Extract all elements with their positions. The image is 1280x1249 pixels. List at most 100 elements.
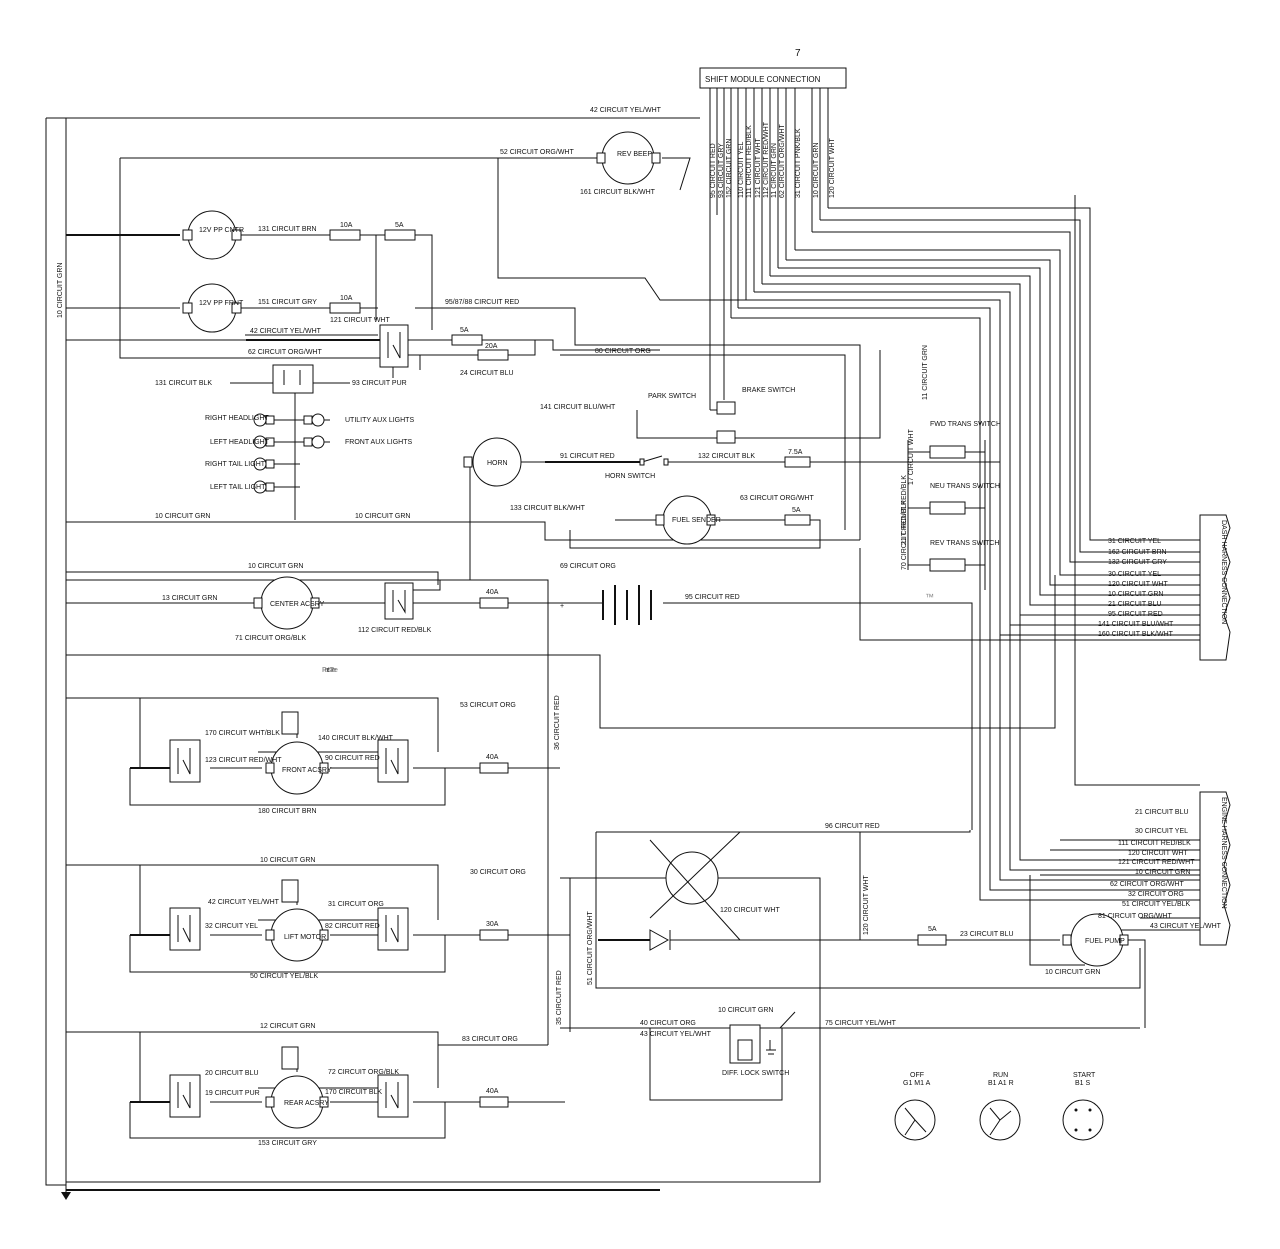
svg-text:11 CIRCUIT GRN: 11 CIRCUIT GRN <box>771 143 778 198</box>
fuse-20a-relay: 20A <box>477 343 509 361</box>
svg-text:132 CIRCUIT BLK: 132 CIRCUIT BLK <box>698 453 755 460</box>
svg-text:131 CIRCUIT BLK: 131 CIRCUIT BLK <box>155 380 212 387</box>
svg-text:OFF: OFF <box>910 1072 924 1079</box>
svg-text:+: + <box>560 603 564 610</box>
svg-text:120 CIRCUIT WHT: 120 CIRCUIT WHT <box>863 875 870 935</box>
shift-module-connector: 7 SHIFT MODULE CONNECTION 95 CIRCUIT RED… <box>699 48 847 410</box>
svg-text:RIGHT HEADLIGHT: RIGHT HEADLIGHT <box>205 415 269 422</box>
light-switch-block <box>230 364 350 394</box>
svg-text:140 CIRCUIT BLK/WHT: 140 CIRCUIT BLK/WHT <box>318 735 394 742</box>
svg-text:FWD TRANS SWITCH: FWD TRANS SWITCH <box>930 421 1001 428</box>
svg-text:141 CIRCUIT BLU/WHT: 141 CIRCUIT BLU/WHT <box>540 404 616 411</box>
svg-text:95 CIRCUIT RED: 95 CIRCUIT RED <box>710 143 717 198</box>
svg-text:10 CIRCUIT GRN: 10 CIRCUIT GRN <box>155 513 211 520</box>
shift-module-label: SHIFT MODULE CONNECTION <box>705 75 821 84</box>
svg-text:43 CIRCUIT YEL/WHT: 43 CIRCUIT YEL/WHT <box>1150 923 1222 930</box>
svg-text:40A: 40A <box>486 589 499 596</box>
svg-text:121 CIRCUIT RED/WHT: 121 CIRCUIT RED/WHT <box>1118 859 1195 866</box>
brake-switch: BRAKE SWITCH <box>716 387 795 415</box>
bus-wiring <box>45 117 1200 1190</box>
svg-text:40 CIRCUIT ORG: 40 CIRCUIT ORG <box>640 1020 696 1027</box>
fuse-7-5a-horn: 7.5A <box>784 449 811 468</box>
outlet-12v-front: 12V PP FRNT <box>182 283 244 333</box>
svg-text:11 CIRCUIT GRN: 11 CIRCUIT GRN <box>922 345 929 400</box>
svg-text:69 CIRCUIT ORG: 69 CIRCUIT ORG <box>560 563 616 570</box>
key-switch-positions: OFF G1 M1 A RUN B1 A1 R START B1 S <box>894 1072 1104 1141</box>
svg-text:170 CIRCUIT BLK: 170 CIRCUIT BLK <box>325 1089 382 1096</box>
rear-acsry-block: REAR ACSRY <box>169 1046 409 1129</box>
svg-text:95 CIRCUIT RED: 95 CIRCUIT RED <box>1108 611 1163 618</box>
relay-center <box>384 582 414 620</box>
svg-text:120 CIRCUIT WHT: 120 CIRCUIT WHT <box>1128 850 1188 857</box>
center-acsry-label: CENTER ACSRY <box>270 601 325 608</box>
fuse-40a-rear: 40A <box>479 1088 509 1108</box>
svg-text:81 CIRCUIT ORG/WHT: 81 CIRCUIT ORG/WHT <box>1098 913 1172 920</box>
svg-text:B1 S: B1 S <box>1075 1080 1091 1087</box>
svg-text:121 CIRCUIT WHT: 121 CIRCUIT WHT <box>755 138 762 198</box>
svg-text:5A: 5A <box>792 507 801 514</box>
fuse-40a-front: 40A <box>479 754 509 774</box>
svg-text:62 CIRCUIT ORG/WHT: 62 CIRCUIT ORG/WHT <box>1110 881 1184 888</box>
svg-text:10 CIRCUIT GRN: 10 CIRCUIT GRN <box>1045 969 1101 976</box>
lift-motor-label: LIFT MOTOR <box>284 934 326 941</box>
svg-text:7.5A: 7.5A <box>788 449 803 456</box>
fuel-pump: FUEL PUMP <box>1062 913 1129 967</box>
svg-text:111 CIRCUIT RED/BLK: 111 CIRCUIT RED/BLK <box>746 125 753 198</box>
horn-switch-label: HORN SWITCH <box>605 473 655 480</box>
front-acsry-block: FRONT ACSRY <box>169 711 409 795</box>
rev-beep-label: REV BEEP <box>617 151 652 158</box>
horn: HORN <box>463 437 522 487</box>
svg-text:40A: 40A <box>486 754 499 761</box>
svg-text:10 CIRCUIT GRN: 10 CIRCUIT GRN <box>1135 869 1191 876</box>
left-tail-light: LEFT TAIL LIGHT <box>210 480 275 494</box>
svg-text:62 CIRCUIT ORG/WHT: 62 CIRCUIT ORG/WHT <box>248 349 322 356</box>
svg-text:95/87/88 CIRCUIT RED: 95/87/88 CIRCUIT RED <box>445 299 519 306</box>
svg-text:95 CIRCUIT RED: 95 CIRCUIT RED <box>685 594 740 601</box>
svg-text:30 CIRCUIT YEL: 30 CIRCUIT YEL <box>1135 828 1188 835</box>
svg-text:123 CIRCUIT RED/WHT: 123 CIRCUIT RED/WHT <box>205 757 282 764</box>
svg-text:62 CIRCUIT ORG/WHT: 62 CIRCUIT ORG/WHT <box>779 124 786 198</box>
svg-text:30 CIRCUIT ORG: 30 CIRCUIT ORG <box>470 869 526 876</box>
lift-motor-block: LIFT MOTOR <box>169 879 409 962</box>
horn-switch: HORN SWITCH <box>605 455 669 480</box>
sheet-number: 7 <box>795 48 801 59</box>
svg-text:162 CIRCUIT BRN: 162 CIRCUIT BRN <box>1108 549 1167 556</box>
svg-text:35 CIRCUIT RED: 35 CIRCUIT RED <box>556 970 563 1025</box>
svg-text:42 CIRCUIT YEL/WHT: 42 CIRCUIT YEL/WHT <box>208 899 280 906</box>
rev-trans-switch: REV TRANS SWITCH <box>929 540 1000 572</box>
svg-text:30A: 30A <box>486 921 499 928</box>
svg-text:21 CIRCUIT BLU: 21 CIRCUIT BLU <box>1108 601 1162 608</box>
front-aux-light: FRONT AUX LIGHTS <box>303 435 412 449</box>
svg-text:51 CIRCUIT YEL/BLK: 51 CIRCUIT YEL/BLK <box>1122 901 1191 908</box>
svg-text:G1 M1 A: G1 M1 A <box>903 1080 931 1087</box>
fwd-trans-switch: FWD TRANS SWITCH <box>929 421 1001 459</box>
svg-text:10A: 10A <box>340 222 353 229</box>
svg-text:23 CIRCUIT BLU: 23 CIRCUIT BLU <box>960 931 1014 938</box>
svg-text:121 CIRCUIT WHT: 121 CIRCUIT WHT <box>330 317 390 324</box>
svg-text:111 CIRCUIT RED/BLK: 111 CIRCUIT RED/BLK <box>1118 840 1191 847</box>
engine-harness-connector: ENGINE HARNESS CONNECTION 21 CIRCUIT BLU… <box>1098 791 1231 946</box>
svg-text:63 CIRCUIT ORG/WHT: 63 CIRCUIT ORG/WHT <box>740 495 814 502</box>
control-module-plug <box>649 831 741 951</box>
fuse-10a-cnth: 10A <box>329 222 361 241</box>
svg-text:20A: 20A <box>485 343 498 350</box>
battery: + <box>560 603 564 610</box>
svg-text:20 CIRCUIT BLU: 20 CIRCUIT BLU <box>205 1070 259 1077</box>
outlet-12v-center: 12V PP CNTR <box>182 210 244 260</box>
svg-text:31 CIRCUIT PNK/BLK: 31 CIRCUIT PNK/BLK <box>795 128 802 198</box>
svg-text:REV TRANS SWITCH: REV TRANS SWITCH <box>930 540 1000 547</box>
right-tail-light: RIGHT TAIL LIGHT <box>205 457 275 471</box>
svg-text:70 CIRCUIT RED/BLK: 70 CIRCUIT RED/BLK <box>901 500 908 570</box>
svg-text:10 CIRCUIT GRN: 10 CIRCUIT GRN <box>813 143 820 199</box>
svg-text:21 CIRCUIT BLU: 21 CIRCUIT BLU <box>1135 809 1189 816</box>
horn-label: HORN <box>487 460 508 467</box>
svg-text:112 CIRCUIT RED/BLK: 112 CIRCUIT RED/BLK <box>358 627 432 634</box>
svg-text:31 CIRCUIT YEL: 31 CIRCUIT YEL <box>1108 538 1161 545</box>
svg-text:90 CIRCUIT RED: 90 CIRCUIT RED <box>325 755 380 762</box>
fuse-5a-relay: 5A <box>451 327 483 346</box>
center-acsry: CENTER ACSRY <box>253 576 325 630</box>
svg-text:50 CIRCUIT YEL/BLK: 50 CIRCUIT YEL/BLK <box>250 973 319 980</box>
svg-text:52 CIRCUIT ORG/WHT: 52 CIRCUIT ORG/WHT <box>500 149 574 156</box>
outlet-12v-front-label: 12V PP FRNT <box>199 300 244 307</box>
